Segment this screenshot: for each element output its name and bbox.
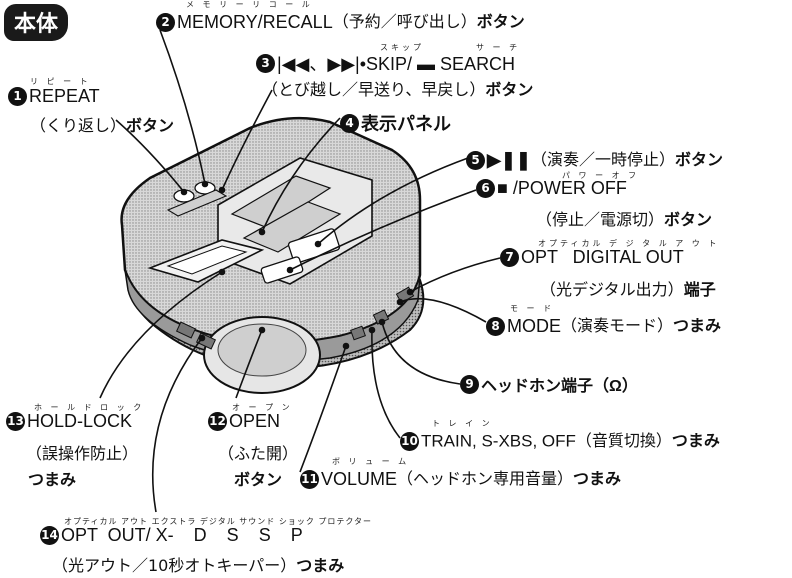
opt-out-desc: （光アウト／10秒オトキーパー）つまみ bbox=[52, 556, 345, 575]
memory-recall-ruby: メ モ リ ー リ コ ー ル bbox=[186, 0, 313, 9]
open-desc: （ふた開） bbox=[218, 444, 299, 463]
leader-lines bbox=[99, 29, 501, 513]
hold-lock-desc: （誤操作防止） bbox=[26, 444, 139, 463]
callout-number: 1 bbox=[8, 87, 27, 106]
label-skip-search: 3|◀◀、▶▶|•SKIP/ ▬ SEARCH bbox=[256, 50, 515, 76]
repeat-name: REPEAT bbox=[29, 86, 100, 106]
opt-digital-desc: （光デジタル出力）端子 bbox=[540, 280, 716, 299]
open-type: ボタン bbox=[234, 470, 283, 489]
repeat-ruby: リ ピ ー ト bbox=[30, 77, 91, 86]
stop-desc: （停止／電源切）ボタン bbox=[536, 210, 713, 229]
skip-search-desc: （とび越し／早送り、早戻し）ボタン bbox=[262, 80, 534, 99]
hold-lock-type: つまみ bbox=[28, 470, 77, 489]
label-play-pause: 5▶❚❚（演奏／一時停止）ボタン bbox=[466, 146, 723, 171]
label-stop-power-off: 6■ /POWER OFF bbox=[476, 178, 627, 199]
repeat-desc: （くり返し）ボタン bbox=[30, 116, 175, 135]
section-title: 本体 bbox=[4, 4, 69, 41]
